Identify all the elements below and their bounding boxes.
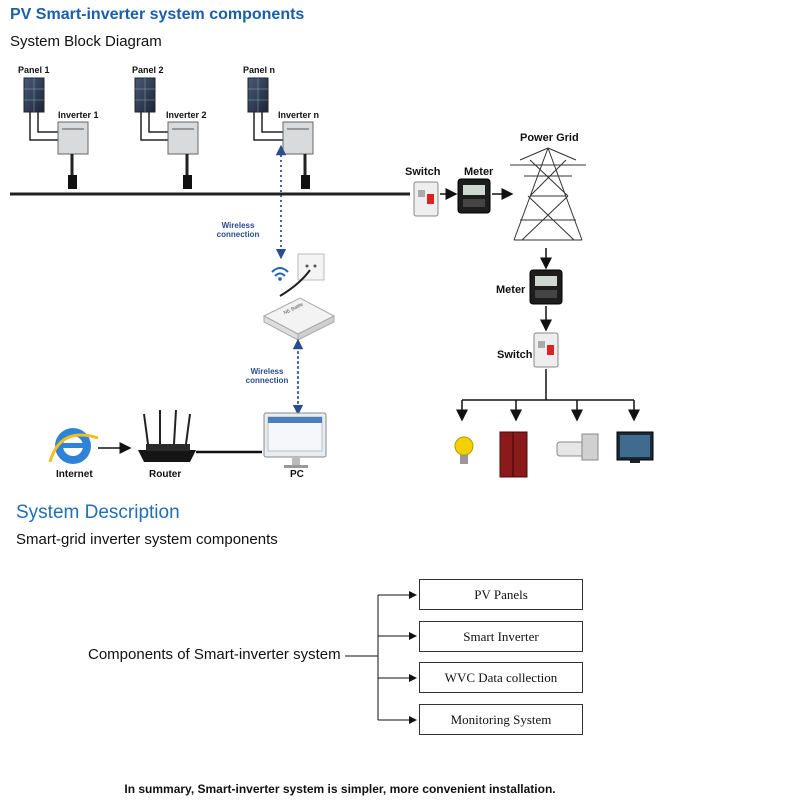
inverter-1-label: Inverter 1 <box>58 110 99 120</box>
wifi-icon <box>271 267 289 281</box>
wireless-connection-label-1: Wireless connection <box>216 221 260 239</box>
internet-label: Internet <box>56 469 93 480</box>
inverter-2-icon <box>167 121 199 155</box>
inverter-2-label: Inverter 2 <box>166 110 207 120</box>
panel-n-label: Panel n <box>243 65 276 75</box>
data-collector-gateway-icon <box>262 297 336 341</box>
component-smart-inverter: Smart Inverter <box>419 621 583 652</box>
panel-2-label: Panel 2 <box>132 65 164 75</box>
panel-1-label: Panel 1 <box>18 65 50 75</box>
component-pv-panels: PV Panels <box>419 579 583 610</box>
diagram-subtitle: System Block Diagram <box>10 33 162 50</box>
pc-label: PC <box>290 469 304 480</box>
switch-top-icon <box>413 181 439 217</box>
solar-panel-n-icon <box>247 77 269 113</box>
light-bulb-icon <box>454 436 474 464</box>
wireless-connection-label-2: Wireless connection <box>245 367 289 385</box>
refrigerator-icon <box>499 431 528 478</box>
meter-top-icon <box>457 178 491 214</box>
switch-top-label: Switch <box>405 166 441 178</box>
summary-text: In summary, Smart-inverter system is sim… <box>124 782 556 796</box>
solar-panel-1-icon <box>23 77 45 113</box>
internet-explorer-icon <box>48 428 99 464</box>
air-conditioner-icon <box>556 433 599 461</box>
solar-panel-2-icon <box>134 77 156 113</box>
component-wvc-data-collection: WVC Data collection <box>419 662 583 693</box>
meter-bottom-icon <box>529 269 563 305</box>
system-description-heading: System Description <box>16 502 180 523</box>
television-icon <box>616 431 654 463</box>
router-label: Router <box>149 469 182 480</box>
inverter-n-label: Inverter n <box>278 110 320 120</box>
power-grid-label: Power Grid <box>520 132 579 144</box>
component-monitoring-system: Monitoring System <box>419 704 583 735</box>
meter-top-label: Meter <box>464 166 494 178</box>
meter-bottom-label: Meter <box>496 284 526 296</box>
system-description-subheading: Smart-grid inverter system components <box>16 531 278 548</box>
pc-monitor-icon <box>263 412 327 468</box>
switch-bottom-label: Switch <box>497 349 533 361</box>
inverter-1-icon <box>57 121 89 155</box>
components-root-label: Components of Smart-inverter system <box>88 646 341 663</box>
page-title: PV Smart-inverter system components <box>10 6 305 23</box>
router-icon <box>138 409 196 462</box>
inverter-n-icon <box>282 121 314 155</box>
power-tower-icon <box>510 147 586 241</box>
switch-bottom-icon <box>533 332 559 368</box>
wall-outlet-icon <box>297 253 325 281</box>
